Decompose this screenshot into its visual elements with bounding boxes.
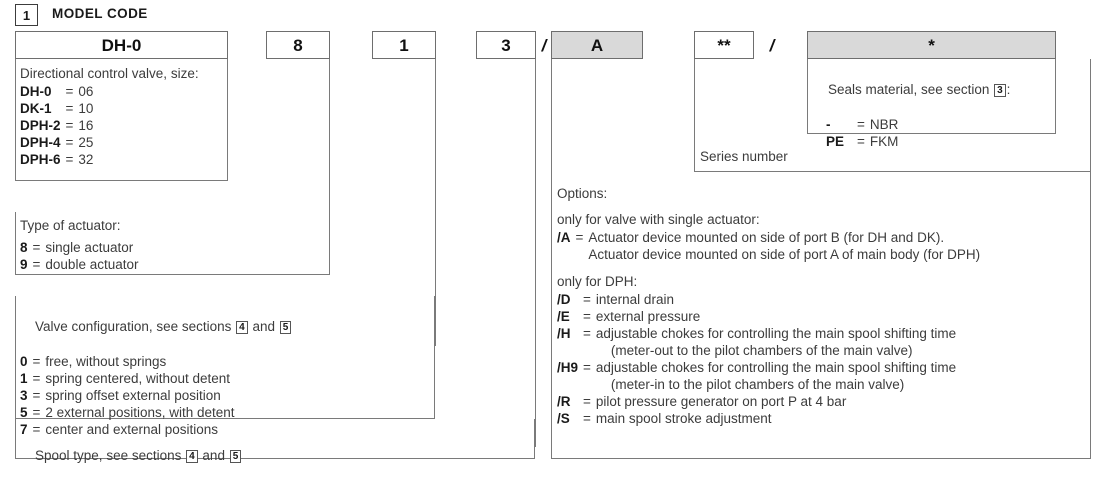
actuator-block-heading: Type of actuator:: [20, 218, 121, 233]
list-item: 7 = center and external positions: [20, 422, 219, 437]
model-block-heading: Directional control valve, size:: [20, 66, 199, 81]
model-description-block: Directional control valve, size: DH-0 = …: [15, 59, 228, 181]
list-item: /E = external pressure: [557, 309, 701, 324]
model-size-list: DH-0 = 06 DK-1 = 10 DPH-2 = 16 DPH-4 = 2…: [20, 83, 93, 168]
code-box-valve-configuration[interactable]: 1: [372, 31, 436, 59]
configuration-block-heading: Valve configuration, see sections 4 and …: [20, 301, 434, 352]
list-item: /R = pilot pressure generator on port P …: [557, 394, 847, 409]
valve-configuration-list: 0 = free, without springs 1 = spring cen…: [20, 353, 235, 438]
code-box-actuator-type-value: 8: [293, 35, 303, 55]
list-item: /D = internal drain: [557, 292, 674, 307]
list-item: 1 = spring centered, without detent: [20, 371, 231, 386]
spool-block-heading: Spool type, see sections 4 and 5: [20, 430, 534, 481]
list-item: (meter-out to the pilot chambers of the …: [595, 343, 913, 358]
list-item: /S = main spool stroke adjustment: [557, 411, 772, 426]
list-item: 5 = 2 external positions, with detent: [20, 405, 235, 420]
list-item: /H = adjustable chokes for controlling t…: [557, 326, 957, 341]
code-box-seals-material-value: *: [928, 35, 935, 55]
section-number: 1: [22, 7, 31, 23]
leader-line-configuration: [435, 59, 436, 346]
options-description-block: Options: only for valve with single actu…: [551, 59, 1091, 459]
options-dph-list: /D = internal drain /E = external pressu…: [557, 291, 956, 427]
options-single-subheading: only for valve with single actuator:: [557, 212, 760, 227]
series-number-block: Series number: [694, 59, 1091, 172]
list-item: DH-0 = 06: [20, 84, 94, 99]
actuator-type-list: 8 = single actuator 9 = double actuator: [20, 239, 138, 273]
section-ref-3-icon: 3: [994, 84, 1006, 97]
spool-type-block: Spool type, see sections 4 and 5: [15, 419, 535, 463]
options-block-heading: Options:: [557, 186, 608, 201]
section-ref-4-icon: 4: [236, 321, 248, 334]
actuator-description-block: Type of actuator: 8 = single actuator 9 …: [15, 212, 330, 275]
valve-configuration-block: Valve configuration, see sections 4 and …: [15, 296, 435, 437]
list-item: DPH-4 = 25: [20, 135, 94, 150]
code-box-valve-configuration-value: 1: [399, 35, 409, 55]
options-single-list: /A = Actuator device mounted on side of …: [557, 229, 980, 263]
list-item: 9 = double actuator: [20, 257, 139, 272]
code-box-spool-type[interactable]: 3: [476, 31, 536, 59]
list-item: DPH-2 = 16: [20, 118, 94, 133]
page-title: MODEL CODE: [52, 6, 148, 21]
list-item: Actuator device mounted on side of port …: [588, 247, 981, 262]
list-item: DPH-6 = 32: [20, 152, 94, 167]
list-item: /A = Actuator device mounted on side of …: [557, 230, 945, 245]
code-box-series-number[interactable]: **: [694, 31, 754, 59]
series-number-label: Series number: [700, 149, 788, 164]
list-item: 3 = spring offset external position: [20, 388, 221, 403]
leader-line-spool: [535, 59, 536, 447]
seals-material-block: Seals material, see section 3: - = NBR P…: [807, 59, 1056, 149]
list-item: - = NBR: [826, 117, 899, 132]
options-dph-subheading: only for DPH:: [557, 274, 638, 289]
list-item: DK-1 = 10: [20, 101, 94, 116]
section-ref-5-icon: 5: [279, 321, 292, 334]
code-box-series-number-value: **: [717, 35, 731, 55]
list-item: (meter-in to the pilot chambers of the m…: [595, 377, 905, 392]
code-box-actuator-type[interactable]: 8: [266, 31, 330, 59]
list-item: 8 = single actuator: [20, 240, 134, 255]
list-item: 0 = free, without springs: [20, 354, 167, 369]
section-number-badge: 1: [15, 4, 38, 26]
seals-material-list: - = NBR PE = FKM: [826, 116, 898, 150]
code-box-spool-type-value: 3: [501, 35, 511, 55]
list-item: /H9 = adjustable chokes for controlling …: [557, 360, 957, 375]
separator-slash-2: /: [769, 35, 775, 55]
code-box-options[interactable]: A: [551, 31, 643, 59]
section-ref-5-icon: 5: [229, 450, 242, 463]
code-box-model[interactable]: DH-0: [15, 31, 228, 59]
leader-line-actuator: [329, 59, 330, 262]
code-box-seals-material[interactable]: *: [807, 31, 1056, 59]
code-box-options-value: A: [590, 35, 604, 55]
seals-block-heading: Seals material, see section 3:: [828, 82, 1011, 97]
section-ref-4-icon: 4: [186, 450, 198, 463]
code-box-model-value: DH-0: [101, 35, 142, 55]
list-item: PE = FKM: [826, 134, 899, 149]
separator-slash-1: /: [541, 35, 547, 55]
